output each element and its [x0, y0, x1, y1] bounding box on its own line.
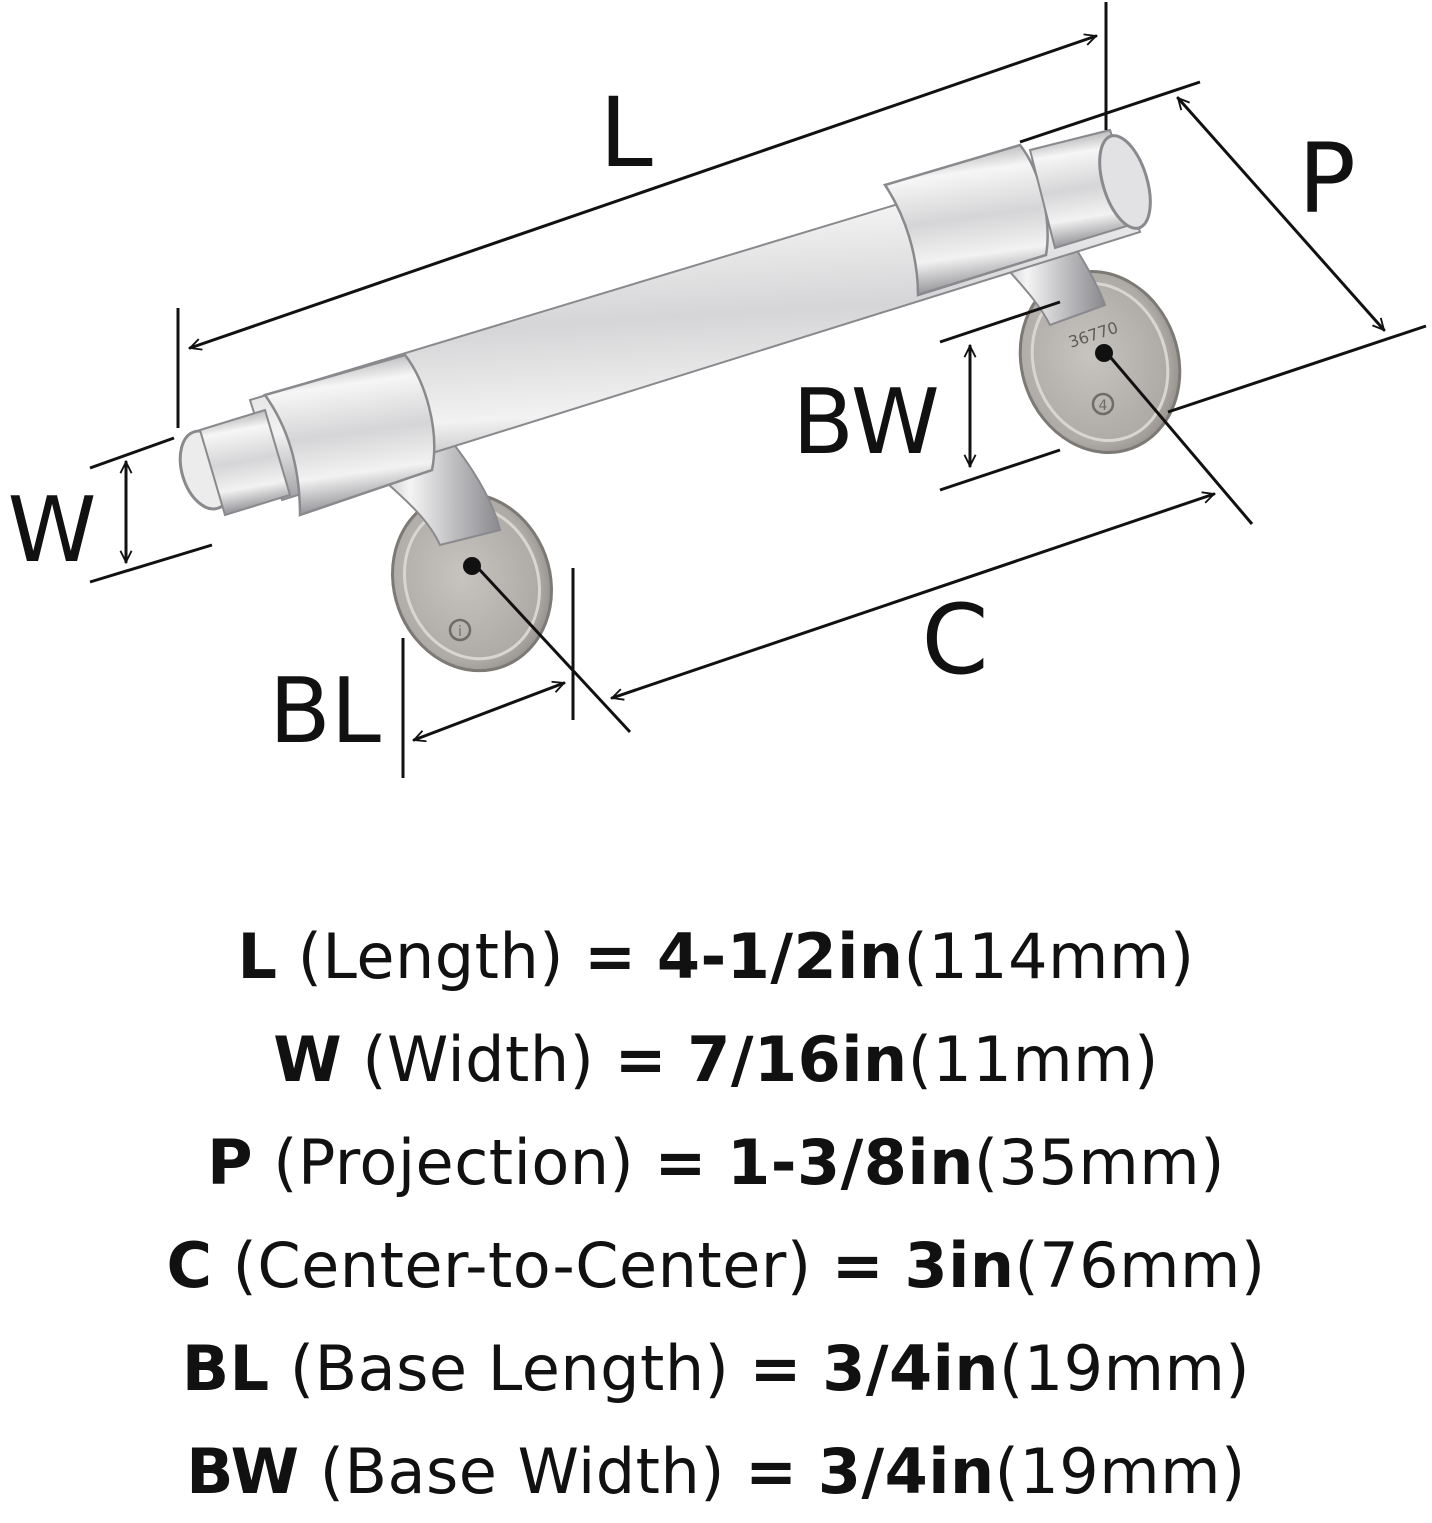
spec-description: (Base Length): [289, 1332, 730, 1405]
spec-equals: =: [654, 1126, 707, 1199]
spec-equals: =: [584, 920, 637, 993]
dimension-specifications: L (Length) = 4-1/2in(114mm) W (Width) = …: [0, 905, 1432, 1523]
label-bl: BL: [269, 659, 381, 764]
p-extension-top: [1019, 80, 1201, 144]
spec-symbol: W: [273, 1023, 343, 1096]
spec-imperial: 1-3/8in: [727, 1126, 974, 1199]
pull-bar: [178, 128, 1152, 517]
spec-metric: (114mm): [903, 920, 1195, 993]
spec-base-width: BW (Base Width) = 3/4in(19mm): [0, 1420, 1432, 1523]
left-base-mark: i: [458, 624, 462, 640]
spec-width: W (Width) = 7/16in(11mm): [0, 1008, 1432, 1111]
w-extension-bottom: [89, 543, 213, 584]
spec-equals: =: [749, 1332, 802, 1405]
spec-description: (Base Width): [319, 1435, 725, 1508]
spec-equals: =: [745, 1435, 798, 1508]
spec-metric: (76mm): [1014, 1229, 1266, 1302]
spec-base-length: BL (Base Length) = 3/4in(19mm): [0, 1317, 1432, 1420]
spec-symbol: L: [237, 920, 278, 993]
dimension-labels: L P W BW BL C: [8, 77, 1356, 764]
spec-symbol: P: [207, 1126, 254, 1199]
p-extension-bottom: [1167, 324, 1427, 414]
spec-imperial: 3/4in: [822, 1332, 1000, 1405]
spec-imperial: 3in: [904, 1229, 1015, 1302]
label-bw: BW: [792, 370, 940, 475]
spec-symbol: BW: [186, 1435, 300, 1508]
left-center-line: [476, 566, 632, 734]
bw-extension-bottom: [939, 448, 1061, 492]
spec-metric: (35mm): [973, 1126, 1225, 1199]
w-extension-top: [89, 436, 175, 470]
p-dimension-line: [1176, 98, 1386, 330]
spec-metric: (19mm): [999, 1332, 1251, 1405]
label-l: L: [599, 77, 652, 189]
bw-extension-top: [939, 300, 1061, 344]
spec-imperial: 3/4in: [817, 1435, 995, 1508]
spec-description: (Length): [297, 920, 564, 993]
dimension-diagram: i 36770 4: [8, 2, 1427, 778]
right-base-mark: 4: [1099, 398, 1108, 414]
spec-equals: =: [614, 1023, 668, 1096]
spec-projection: P (Projection) = 1-3/8in(35mm): [0, 1111, 1432, 1214]
spec-symbol: C: [166, 1229, 213, 1302]
spec-imperial: 7/16in: [687, 1023, 908, 1096]
spec-symbol: BL: [181, 1332, 270, 1405]
label-c: C: [921, 584, 988, 696]
spec-description: (Projection): [273, 1126, 635, 1199]
spec-description: (Center-to-Center): [232, 1229, 812, 1302]
spec-length: L (Length) = 4-1/2in(114mm): [0, 905, 1432, 1008]
bl-dimension-line: [414, 683, 564, 740]
spec-description: (Width): [362, 1023, 595, 1096]
label-w: W: [8, 478, 97, 583]
l-dimension-line: [190, 36, 1096, 348]
spec-imperial: 4-1/2in: [656, 920, 904, 993]
dimension-lines: [89, 2, 1427, 778]
spec-metric: (11mm): [907, 1023, 1159, 1096]
c-dimension-line: [612, 494, 1214, 698]
spec-center-to-center: C (Center-to-Center) = 3in(76mm): [0, 1214, 1432, 1317]
right-center-line: [1104, 351, 1254, 525]
spec-equals: =: [831, 1229, 885, 1302]
label-p: P: [1298, 123, 1356, 235]
cabinet-pull-illustration: i 36770 4: [178, 128, 1182, 673]
spec-metric: (19mm): [994, 1435, 1246, 1508]
